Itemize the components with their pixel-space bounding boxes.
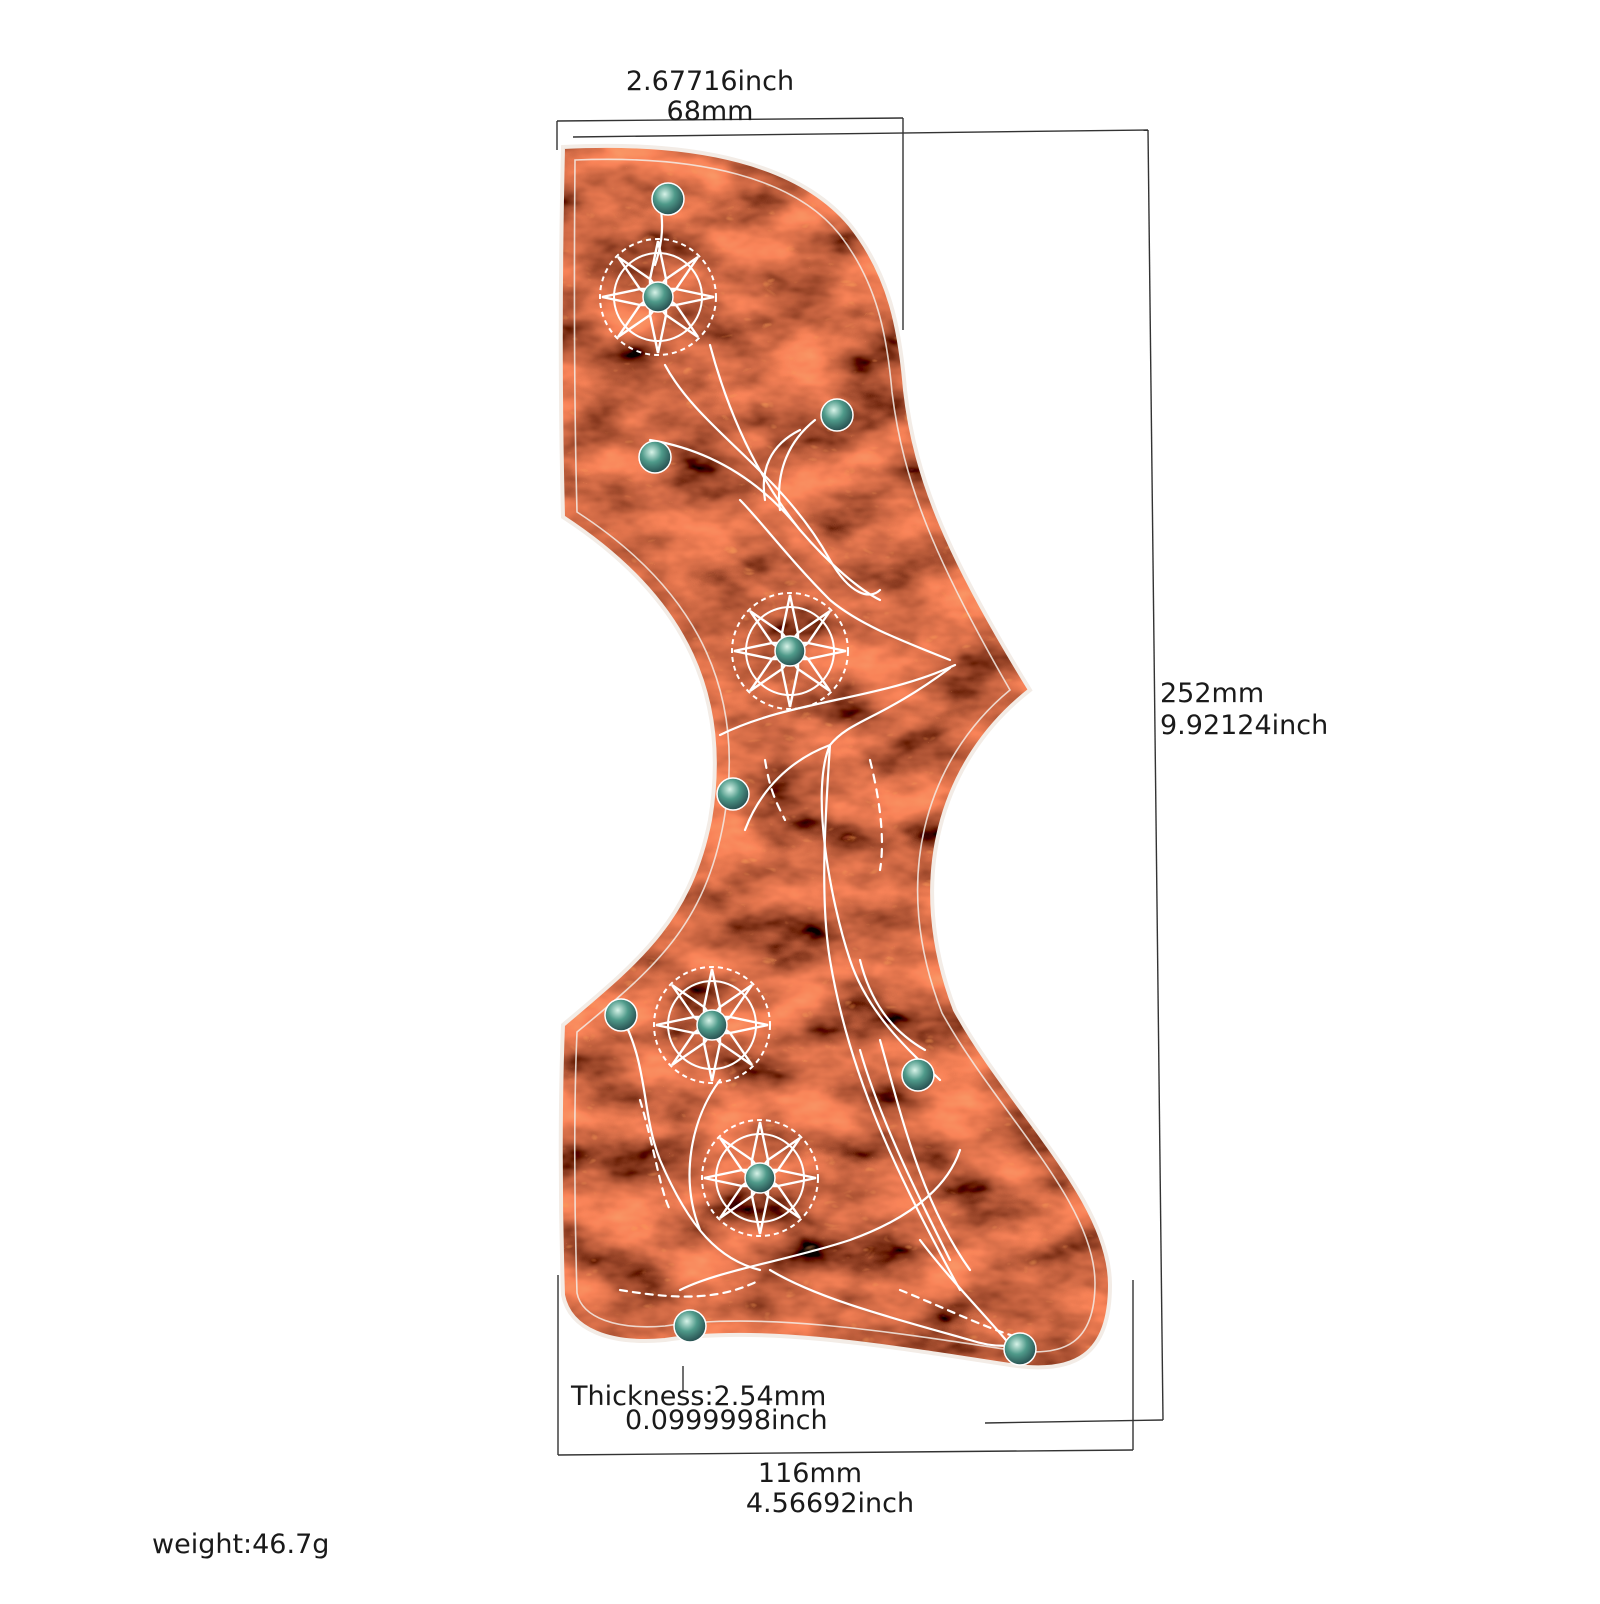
height-line-right [1147,129,1164,1421]
abalone-dot [604,998,638,1032]
thickness-mm-label: Thickness:2.54mm [571,1381,827,1412]
top-width-mm-label: 68mm [666,96,754,127]
top-width-line [556,117,904,122]
top-width-inch-label: 2.67716inch [625,66,795,97]
inlay-vines [613,203,1032,1347]
abalone-dots [604,182,1037,1366]
pickguard-body [558,143,1113,1370]
height-line-bottom [984,1419,1164,1424]
rosette-upper [599,238,717,356]
abalone-dot [820,398,854,432]
abalone-dot [651,182,685,216]
weight-label: weight:46.7g [152,1529,330,1560]
abalone-dot [673,1309,707,1343]
height-inch-label: 9.92124inch [1160,710,1329,741]
dimension-lines [556,117,1164,1456]
abalone-dot [1003,1332,1037,1366]
rosette-lower-2 [701,1119,819,1237]
abalone-dot [716,777,750,811]
abalone-dot [638,440,672,474]
rosette-middle [731,592,849,710]
bottom-width-inch-label: 4.56692inch [745,1488,915,1519]
abalone-dot [901,1058,935,1092]
height-line-top [572,129,1149,138]
height-mm-label: 252mm [1160,678,1265,709]
bottom-width-line [557,1449,1134,1456]
thickness-inch-label: 0.0999998inch [625,1405,828,1436]
rosette-lower-1 [653,966,771,1084]
bottom-width-mm-label: 116mm [757,1458,863,1489]
